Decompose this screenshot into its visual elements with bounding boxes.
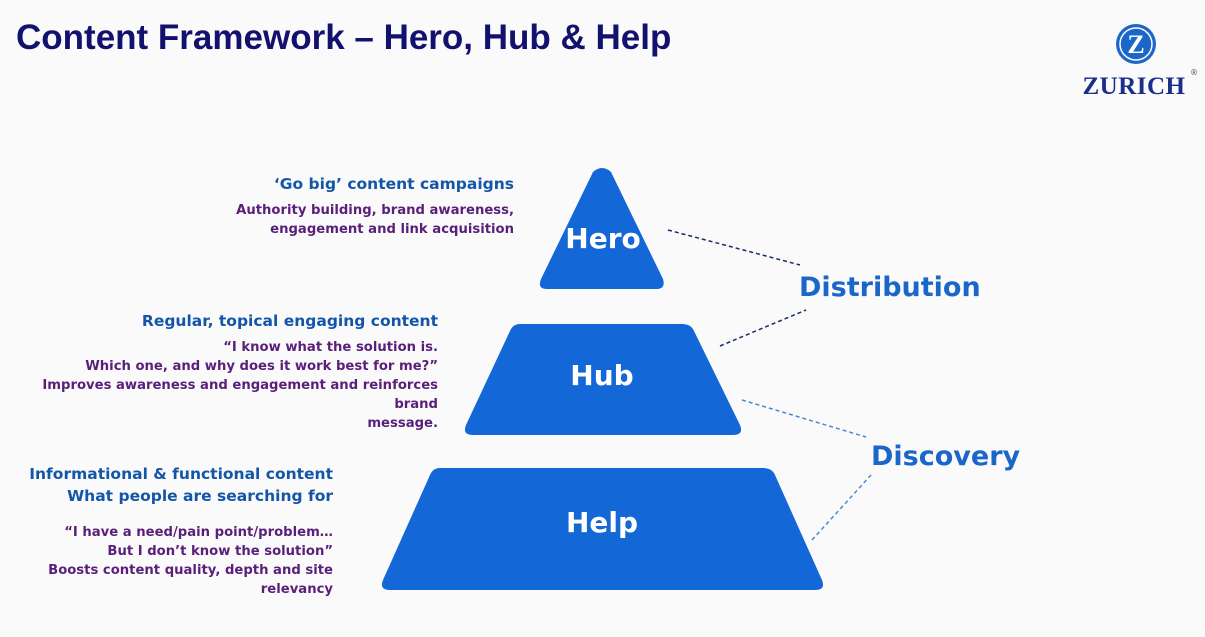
hub-tier-label: Hub	[570, 359, 633, 392]
hero-line: Authority building, brand awareness,	[236, 203, 514, 218]
hero-description: ‘Go big’ content campaigns Authority bui…	[236, 173, 514, 239]
hub-tier-shape	[464, 324, 742, 435]
hub-line: Which one, and why does it work best for…	[85, 359, 438, 374]
help-tier-label: Help	[566, 506, 638, 539]
hero-tier-label: Hero	[565, 222, 640, 255]
zurich-emblem-icon: Z	[1116, 24, 1156, 64]
help-tier-shape	[381, 468, 824, 590]
hero-line: engagement and link acquisition	[270, 222, 514, 237]
zurich-logo: Z ZURICH ®	[1080, 22, 1198, 102]
help-description: Informational & functional content What …	[0, 463, 333, 599]
logo-mark: Z	[1127, 30, 1144, 59]
page-title: Content Framework – Hero, Hub & Help	[16, 18, 672, 57]
logo-wordmark: ZURICH	[1082, 73, 1186, 100]
hero-heading: ‘Go big’ content campaigns	[273, 175, 514, 193]
hub-distribution-connector	[719, 309, 807, 347]
help-line: But I don’t know the solution”	[107, 544, 333, 559]
hub-description: Regular, topical engaging content “I kno…	[0, 310, 438, 433]
help-discovery-connector	[811, 474, 872, 541]
distribution-label: Distribution	[799, 272, 981, 303]
hero-distribution-connector	[667, 229, 801, 266]
registered-mark: ®	[1190, 68, 1198, 77]
hub-line: Improves awareness and engagement and re…	[42, 378, 438, 412]
help-line: “I have a need/pain point/problem…	[64, 525, 333, 540]
hub-line: message.	[367, 416, 438, 431]
hub-heading: Regular, topical engaging content	[141, 312, 438, 330]
discovery-label: Discovery	[871, 441, 1021, 472]
hub-line: “I know what the solution is.	[223, 340, 438, 355]
help-line: Boosts content quality, depth and site r…	[48, 563, 333, 597]
help-heading: What people are searching for	[67, 487, 333, 505]
hub-discovery-connector	[741, 399, 867, 438]
hero-tier-shape	[539, 168, 664, 289]
help-heading: Informational & functional content	[29, 465, 333, 483]
